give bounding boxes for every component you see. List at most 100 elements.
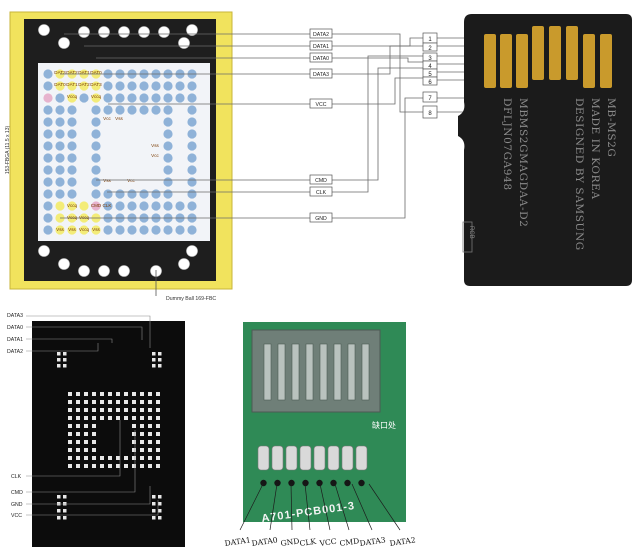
photo-pad bbox=[76, 400, 80, 404]
photo-pad bbox=[152, 358, 156, 362]
solder-pad bbox=[327, 445, 340, 471]
bga-ball bbox=[67, 81, 77, 91]
photo-pad bbox=[100, 456, 104, 460]
photo-label: DATA3 bbox=[7, 313, 23, 319]
photo-pad bbox=[140, 456, 144, 460]
socket-finger bbox=[333, 343, 342, 401]
photo-pad bbox=[92, 456, 96, 460]
bga-ball bbox=[187, 129, 197, 139]
photo-pad bbox=[100, 392, 104, 396]
pcb-pin-labels: DATA1 DATA0 GND CLK VCC CMD DATA3 DATA2 bbox=[224, 535, 416, 548]
bga-ball bbox=[43, 177, 53, 187]
photo-pad bbox=[116, 416, 120, 420]
photo-pad bbox=[156, 392, 160, 396]
photo-pad bbox=[84, 400, 88, 404]
bga-ball bbox=[115, 81, 125, 91]
photo-pad bbox=[63, 352, 67, 356]
ball-label: Vcc bbox=[103, 116, 111, 121]
bga-ball bbox=[187, 105, 197, 115]
socket-finger bbox=[305, 343, 314, 401]
ball-label: Vss bbox=[103, 178, 111, 183]
photo-pad bbox=[140, 448, 144, 452]
photo-pad bbox=[84, 440, 88, 444]
pcb-pin-label: CMD bbox=[339, 536, 360, 548]
bga-ball bbox=[43, 81, 53, 91]
bga-ball bbox=[139, 93, 149, 103]
bga-ball bbox=[139, 189, 149, 199]
bga-ball bbox=[187, 117, 197, 127]
photo-pad bbox=[132, 440, 136, 444]
photo-pad bbox=[100, 408, 104, 412]
photo-pad bbox=[158, 502, 162, 506]
microsd-card: MB-MS2G MADE IN KOREA DESIGNED BY SAMSUN… bbox=[458, 14, 632, 286]
bga-ball bbox=[55, 201, 65, 211]
bga-ball bbox=[151, 189, 161, 199]
photo-pad bbox=[124, 416, 128, 420]
ball-label: DAT1 bbox=[78, 70, 90, 75]
photo-pad bbox=[152, 502, 156, 506]
photo-pad bbox=[156, 448, 160, 452]
photo-pad bbox=[116, 400, 120, 404]
via bbox=[302, 479, 309, 487]
photo-pad bbox=[152, 509, 156, 513]
photo-pad bbox=[84, 448, 88, 452]
ball-label: Vcc bbox=[127, 178, 135, 183]
signal-label-boxes: DATA2 DATA1 DATA0 DATA3 VCC CMD CLK GND bbox=[309, 28, 333, 223]
pin-number: 5 bbox=[428, 72, 432, 78]
bga-ball bbox=[43, 129, 53, 139]
ball-field-panel bbox=[38, 63, 210, 241]
photo-pad bbox=[156, 456, 160, 460]
mount-hole bbox=[78, 265, 90, 277]
bga-ball bbox=[187, 165, 197, 175]
solder-pad bbox=[271, 445, 284, 471]
photo-pad bbox=[132, 456, 136, 460]
photo-pad bbox=[92, 448, 96, 452]
bga-photo-bg bbox=[32, 321, 185, 547]
notch-label: 缺口处 bbox=[372, 420, 396, 430]
photo-pad bbox=[84, 408, 88, 412]
bga-ball bbox=[163, 81, 173, 91]
ball-label: Vccq bbox=[67, 203, 78, 208]
photo-pad bbox=[84, 424, 88, 428]
signal-label: CMD bbox=[315, 178, 327, 184]
signal-label: CLK bbox=[316, 190, 327, 196]
ball-label: Vccq bbox=[91, 94, 102, 99]
signal-label: VCC bbox=[316, 102, 327, 108]
photo-pad bbox=[124, 456, 128, 460]
package-side-label: 153-FBGA (11.5 x 13) bbox=[5, 126, 11, 175]
photo-pad bbox=[140, 416, 144, 420]
photo-pad bbox=[108, 416, 112, 420]
photo-pad bbox=[92, 416, 96, 420]
pcb-pin-label: DATA2 bbox=[389, 535, 416, 548]
bga-ball bbox=[163, 105, 173, 115]
photo-pad bbox=[140, 424, 144, 428]
pcb-pin-label: DATA3 bbox=[359, 535, 386, 548]
photo-pad bbox=[148, 464, 152, 468]
bga-ball bbox=[175, 225, 185, 235]
bga-ball bbox=[115, 201, 125, 211]
bga-ball bbox=[79, 93, 89, 103]
photo-pad bbox=[57, 509, 61, 513]
photo-pad bbox=[92, 440, 96, 444]
pcb-pin-label: DATA0 bbox=[251, 535, 278, 548]
bga-ball bbox=[43, 153, 53, 163]
mount-hole bbox=[98, 26, 110, 38]
photo-pad bbox=[158, 509, 162, 513]
photo-pad bbox=[63, 358, 67, 362]
gold-contact bbox=[516, 34, 528, 88]
bga-ball bbox=[187, 225, 197, 235]
photo-pad bbox=[148, 408, 152, 412]
via bbox=[260, 479, 267, 487]
bga-ball bbox=[91, 189, 101, 199]
pcb-socket bbox=[251, 329, 381, 413]
bga-ball bbox=[43, 201, 53, 211]
photo-pad bbox=[63, 495, 67, 499]
photo-pad bbox=[100, 416, 104, 420]
photo-pad bbox=[152, 364, 156, 368]
bga-ball bbox=[67, 189, 77, 199]
bga-ball bbox=[67, 225, 77, 235]
bga-ball bbox=[163, 225, 173, 235]
mount-hole bbox=[118, 26, 130, 38]
pin-number: 2 bbox=[428, 46, 432, 52]
bga-ball bbox=[79, 201, 89, 211]
